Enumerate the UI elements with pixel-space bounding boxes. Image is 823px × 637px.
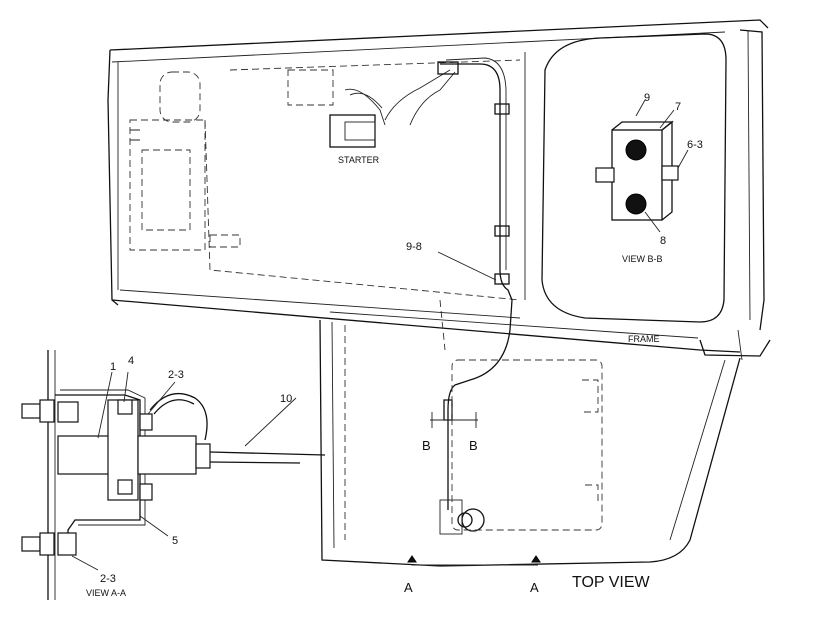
callout-9: 9 (644, 92, 650, 104)
svg-text:9-8: 9-8 (406, 241, 422, 253)
view-bb-label: VIEW B-B (622, 254, 663, 264)
view-bb-detail: 9 7 6-3 8 VIEW B-B (595, 92, 703, 264)
section-a-left: A (404, 580, 413, 595)
callout-1: 1 (110, 361, 116, 373)
starter-label: STARTER (338, 155, 380, 165)
view-aa-detail: 1 4 2-3 10 5 2-3 VIEW A-A (21, 350, 326, 600)
callout-2-3-top: 2-3 (168, 369, 184, 381)
section-b-right: B (469, 438, 478, 453)
callout-2-3-bottom: 2-3 (100, 573, 116, 585)
section-markers: B B A A (404, 412, 541, 595)
callout-7: 7 (675, 101, 681, 113)
starter-motor: STARTER (329, 114, 380, 165)
wiring-harness (344, 57, 603, 535)
callout-4: 4 (128, 355, 134, 367)
engine-components (129, 59, 521, 351)
top-view-label: TOP VIEW (572, 574, 651, 591)
section-a-right: A (530, 580, 539, 595)
callout-6-3: 6-3 (687, 139, 703, 151)
machine-frame-outline (107, 19, 771, 567)
callout-8: 8 (660, 235, 666, 247)
view-aa-label: VIEW A-A (86, 588, 126, 598)
callout-9-8: 9-8 (406, 241, 497, 281)
section-b-left: B (422, 438, 431, 453)
callout-5: 5 (172, 535, 178, 547)
frame-label: FRAME (628, 334, 660, 344)
callout-10: 10 (280, 393, 292, 405)
